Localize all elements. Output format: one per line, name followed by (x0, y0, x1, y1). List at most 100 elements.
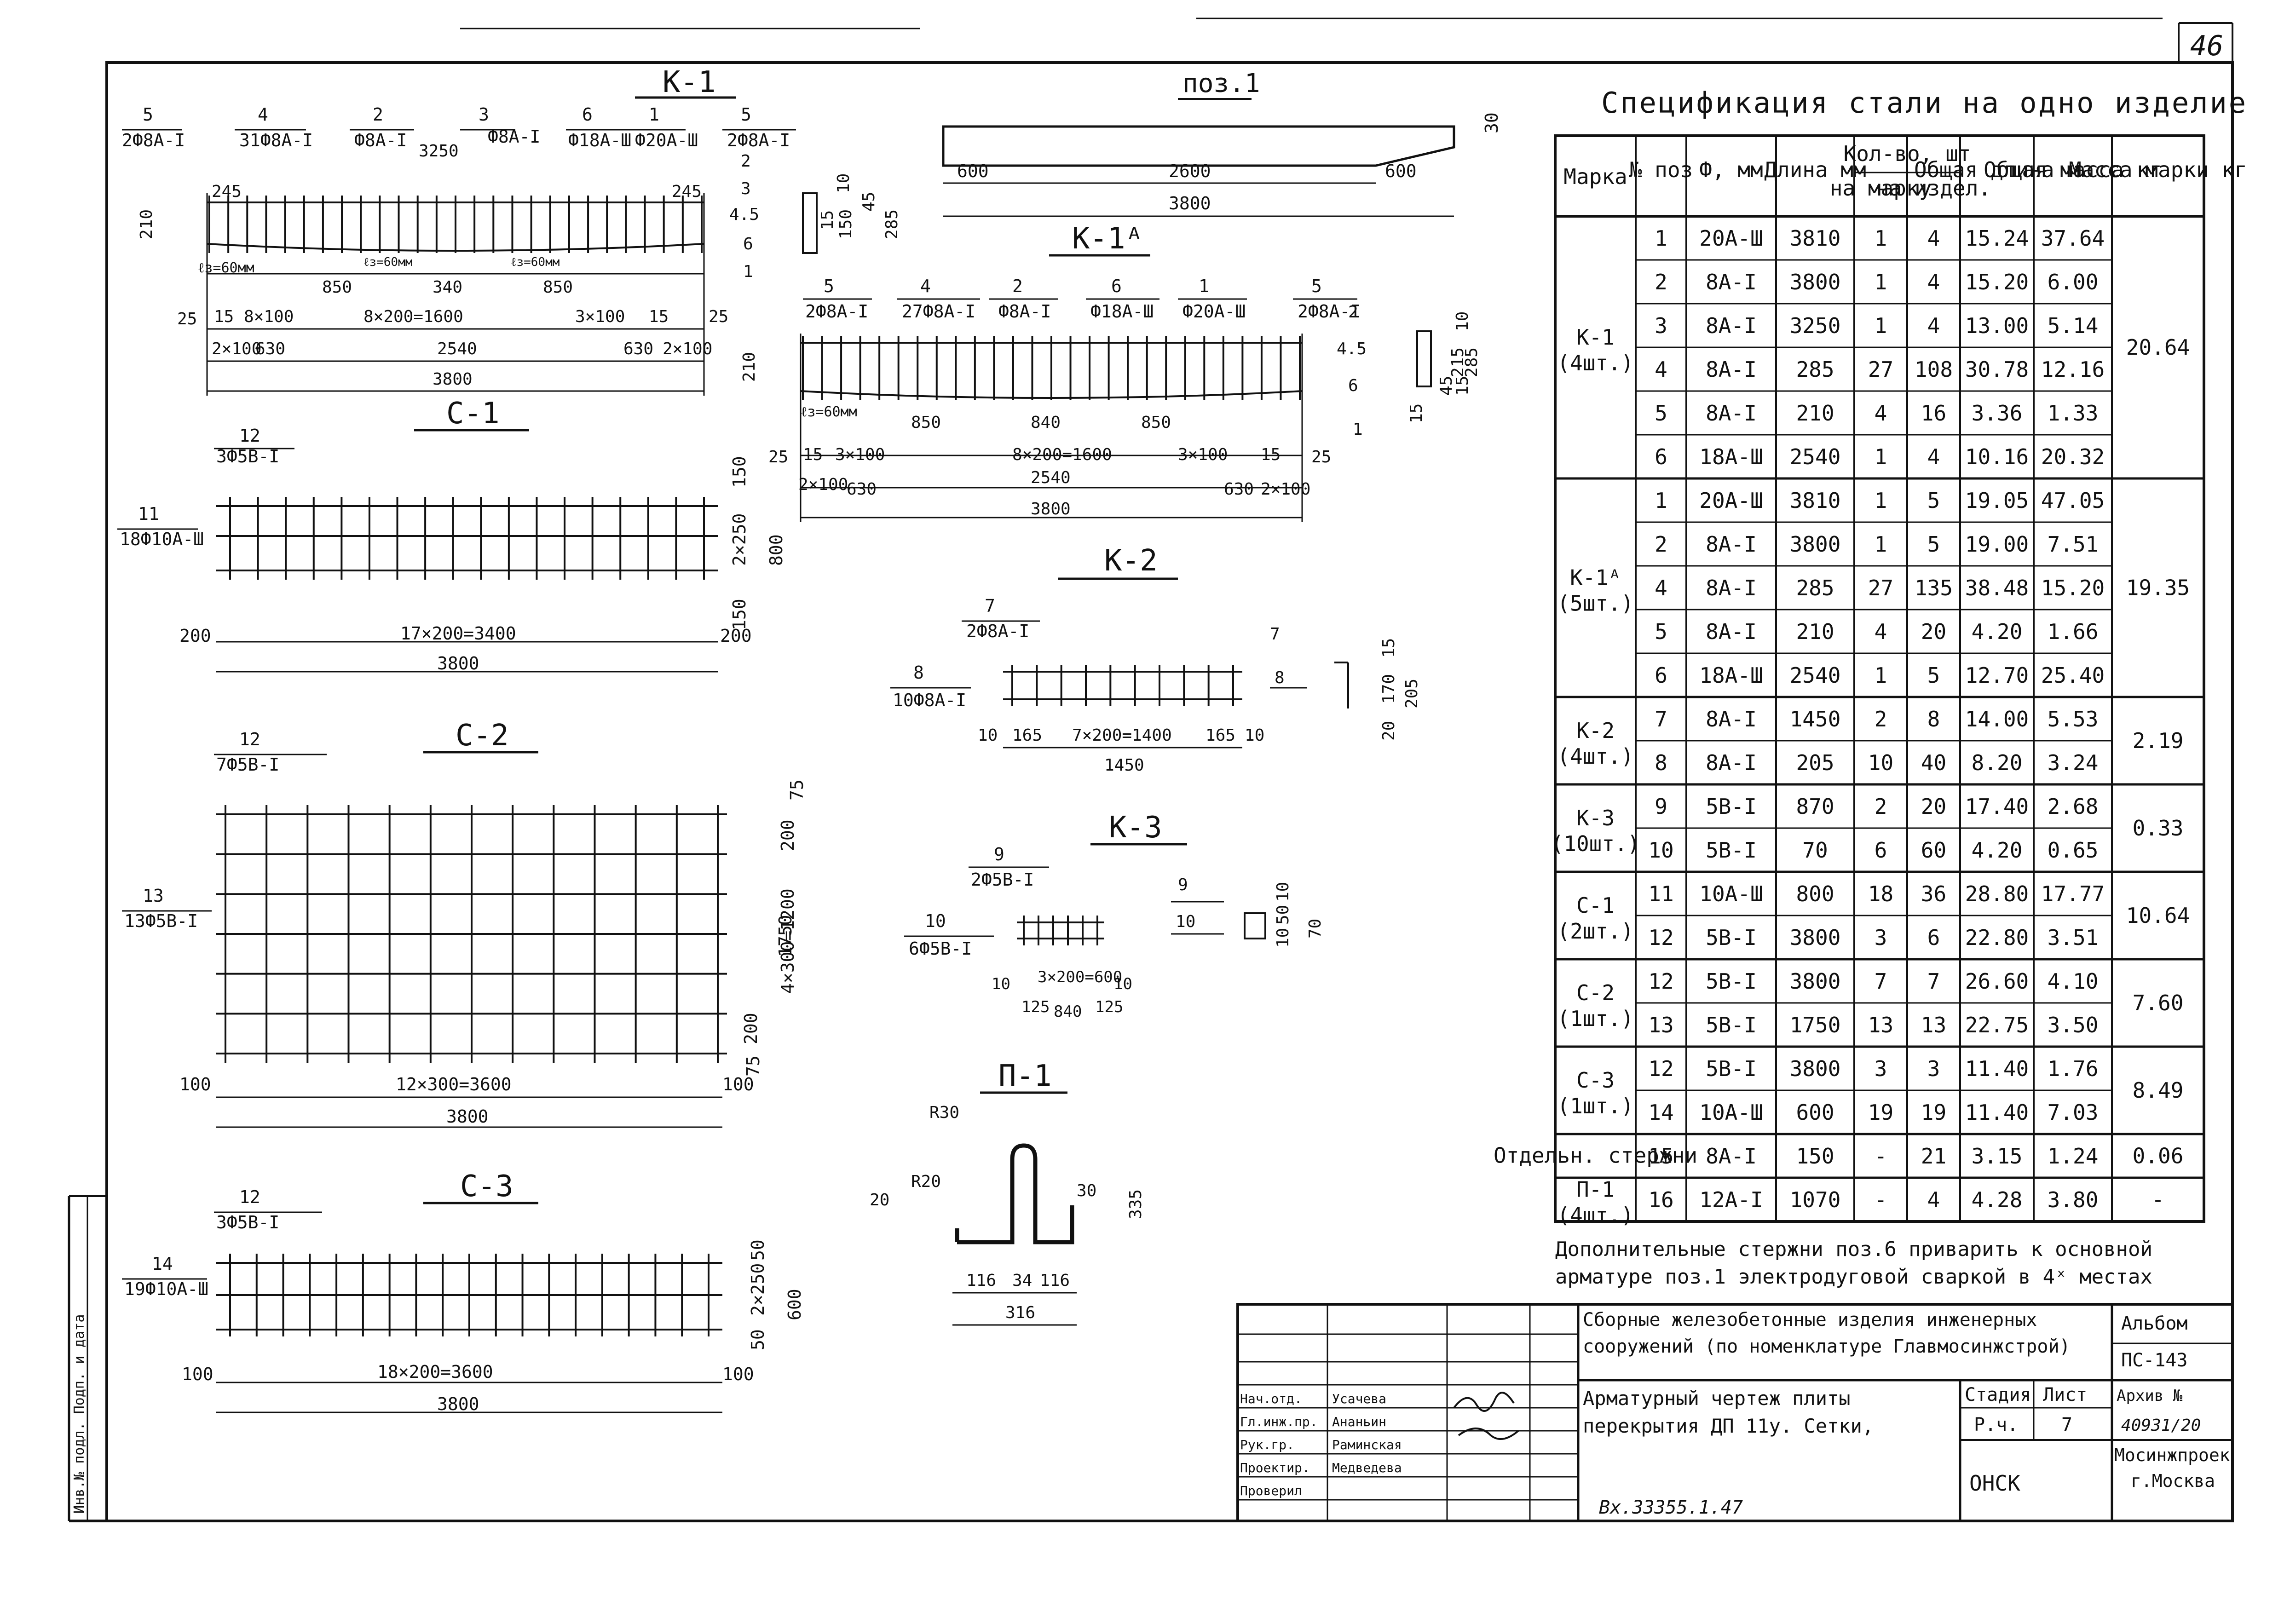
spec-cell: 4.28 (1972, 1187, 2023, 1212)
spec-note-1: Дополнительные стержни поз.6 приварить к… (1555, 1238, 2152, 1261)
svg-text:850: 850 (911, 413, 941, 432)
spec-cell: 6 (1927, 925, 1940, 950)
spec-cell: 5.53 (2048, 707, 2099, 731)
spec-mark-mass: 20.64 (2126, 335, 2190, 360)
svg-text:Стадия: Стадия (1965, 1384, 2031, 1405)
svg-text:27Ф8А-I: 27Ф8А-I (902, 301, 975, 322)
svg-text:165: 165 (1012, 726, 1042, 745)
frame-pos1: поз.1 600 2600 600 3800 30 (942, 69, 1502, 217)
svg-text:Нач.отд.: Нач.отд. (1240, 1391, 1302, 1406)
k2-section: 7 8 20 170 15 205 (1270, 625, 1421, 741)
spec-cell: 10 (1648, 838, 1673, 863)
spec-cell: 4.10 (2048, 969, 2099, 994)
spec-cell: 2 (1875, 794, 1887, 819)
spec-mark-count: (1шт.) (1557, 1006, 1633, 1031)
spec-cell: 5В-I (1706, 925, 1757, 950)
spec-header-qty: Кол-во, шт (1844, 141, 1971, 166)
spec-cell: - (1875, 1187, 1887, 1212)
svg-text:25: 25 (768, 448, 788, 466)
svg-text:630: 630 (847, 480, 877, 499)
spec-cell: 22.80 (1965, 925, 2029, 950)
spec-cell: 2 (1875, 707, 1887, 731)
svg-text:15: 15 (214, 307, 234, 326)
svg-text:2×250: 2×250 (748, 1263, 768, 1316)
spec-cell: 27 (1868, 357, 1893, 382)
svg-text:10: 10 (1453, 311, 1472, 331)
svg-text:Гл.инж.пр.: Гл.инж.пр. (1240, 1414, 1318, 1429)
spec-cell: 12А-I (1699, 1187, 1763, 1212)
svg-text:75: 75 (743, 1055, 763, 1077)
spec-cell: 4 (1875, 401, 1887, 426)
side-stamp: Инв.№ подл. Подп. и дата (71, 1314, 87, 1514)
svg-text:34: 34 (1012, 1271, 1032, 1290)
svg-text:ОНСК: ОНСК (1969, 1471, 2020, 1496)
svg-text:75: 75 (787, 779, 807, 800)
spec-header-total-len: Общая длина м (1914, 157, 2080, 182)
svg-text:200: 200 (741, 1013, 761, 1044)
svg-text:ПС-143: ПС-143 (2121, 1350, 2188, 1371)
spec-cell: 1 (1655, 226, 1667, 251)
spec-cell: 8А-I (1706, 313, 1757, 338)
spec-header-pos: № поз (1629, 157, 1693, 182)
svg-text:1450: 1450 (1104, 756, 1144, 775)
k1-section: 2 3 4.5 6 1 10 45 15 150 285 (729, 152, 901, 281)
k1-cage (207, 196, 704, 253)
spec-cell: 3.51 (2048, 925, 2099, 950)
spec-cell: 17.77 (2041, 881, 2105, 906)
frame-k1: К-1 5 2Ф8А-I 4 31Ф8А-I 2 Ф8А-I 3 Ф8А-I 6… (122, 65, 901, 396)
spec-cell: 3810 (1790, 226, 1841, 251)
spec-cell: 7 (1655, 707, 1667, 731)
spec-cell: 5 (1655, 619, 1667, 644)
svg-text:335: 335 (1126, 1189, 1145, 1219)
spec-mark-mass: 19.35 (2126, 576, 2190, 600)
spec-mark-mass: - (2152, 1187, 2164, 1212)
svg-text:25: 25 (709, 307, 728, 326)
svg-text:25: 25 (1311, 448, 1331, 466)
spec-cell: 5 (1927, 532, 1940, 557)
spec-cell: 8 (1927, 707, 1940, 731)
spec-cell: 210 (1796, 401, 1834, 426)
k1-dims: 245 3250 245 210 ℓз=60мм ℓз=60мм ℓз=60мм… (137, 142, 728, 389)
svg-text:С-3: С-3 (460, 1169, 513, 1204)
svg-text:5: 5 (1311, 276, 1322, 296)
svg-text:Ф8А-I: Ф8А-I (998, 301, 1051, 322)
svg-text:10: 10 (1274, 928, 1292, 948)
svg-text:15: 15 (1453, 376, 1472, 396)
spec-cell: 4 (1655, 576, 1667, 600)
spec-header-qty-mark: на марку (1830, 176, 1932, 201)
spec-header-mark: Марка (1563, 164, 1627, 189)
k3-section: 9 10 10 50 10 70 (1171, 875, 1325, 948)
svg-text:5: 5 (143, 104, 153, 125)
spec-cell: 38.48 (1965, 576, 2029, 600)
svg-text:Ф20А-Ш: Ф20А-Ш (1182, 301, 1246, 322)
svg-text:2Ф5В-I: 2Ф5В-I (971, 870, 1034, 890)
svg-text:4×300=1200: 4×300=1200 (778, 888, 798, 994)
spec-cell: 7 (1875, 969, 1887, 994)
svg-text:5: 5 (741, 104, 751, 125)
spec-cell: 8А-I (1706, 707, 1757, 731)
signature-mark (1453, 1392, 1519, 1440)
svg-text:2: 2 (741, 152, 751, 171)
spec-mark-name: К-1ᴬ (1570, 565, 1621, 590)
svg-text:10: 10 (925, 911, 946, 931)
svg-text:20: 20 (1379, 721, 1398, 741)
title-block: Сборные железобетонные изделия инженерны… (1236, 1303, 2234, 1522)
spec-cell: 3 (1655, 313, 1667, 338)
spec-cell: 4 (1927, 313, 1940, 338)
spec-cell: 7.51 (2048, 532, 2099, 557)
svg-text:Ананьин: Ананьин (1332, 1414, 1386, 1429)
svg-text:ℓз=60мм: ℓз=60мм (511, 255, 560, 269)
svg-text:2540: 2540 (437, 340, 477, 358)
spec-cell: 3800 (1790, 270, 1841, 294)
spec-cell: 800 (1796, 881, 1834, 906)
svg-text:12: 12 (239, 426, 260, 446)
spec-cell: 4 (1875, 619, 1887, 644)
k1-callouts: 5 2Ф8А-I 4 31Ф8А-I 2 Ф8А-I 3 Ф8А-I 6 Ф18… (122, 104, 796, 150)
svg-text:ℓз=60мм: ℓз=60мм (801, 404, 857, 420)
spec-cell: 12 (1648, 969, 1673, 994)
spec-cell: 15.24 (1965, 226, 2029, 251)
spec-cell: 20А-Ш (1699, 488, 1763, 513)
spec-table: Спецификация стали на одно изделие Марка… (1494, 86, 2247, 1289)
spec-cell: 3800 (1790, 925, 1841, 950)
svg-text:215: 215 (1448, 347, 1467, 377)
